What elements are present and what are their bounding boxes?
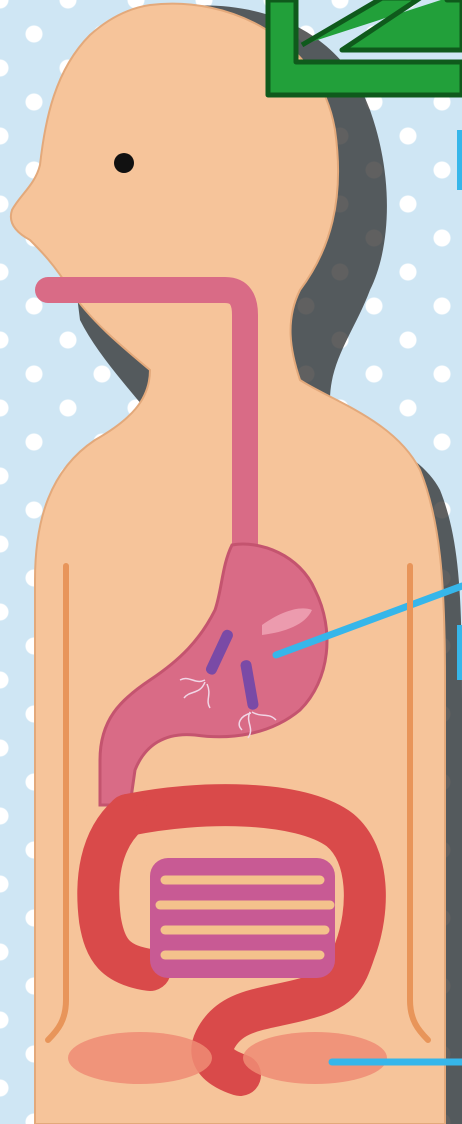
- left-hip: [68, 1032, 212, 1084]
- right-hip: [243, 1032, 387, 1084]
- right-edge-accent-top: [457, 130, 462, 190]
- eye: [114, 153, 134, 173]
- heading-glyph-stroke: [302, 0, 462, 50]
- heading-glyph-fragment: [262, 0, 462, 100]
- right-edge-accent-mid: [457, 625, 462, 680]
